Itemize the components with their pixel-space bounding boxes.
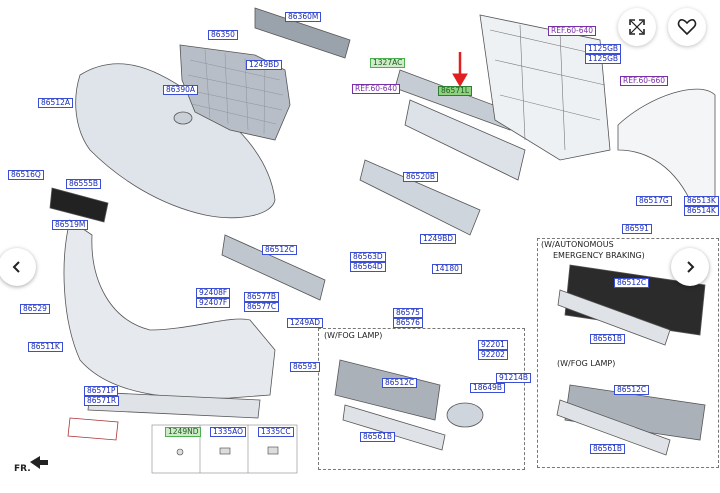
part-label[interactable]: 86575 xyxy=(393,308,423,318)
part-label[interactable]: 1335CC xyxy=(258,427,294,437)
aeb-option-box xyxy=(537,238,719,468)
fog-lamp-note-2: (W/FOG LAMP) xyxy=(557,359,616,368)
part-label[interactable]: 1125GB xyxy=(585,44,622,54)
part-label[interactable]: 92407F xyxy=(196,298,231,308)
part-label[interactable]: 86517G xyxy=(636,196,672,206)
heart-icon xyxy=(677,19,697,36)
fog-lamp-note: (W/FOG LAMP) xyxy=(324,331,383,340)
part-label[interactable]: 86520B xyxy=(403,172,439,182)
part-label[interactable]: 86561B xyxy=(360,432,396,442)
next-image-button[interactable] xyxy=(671,248,709,286)
part-label[interactable]: 1249BD xyxy=(420,234,457,244)
ref-label[interactable]: REF.60-660 xyxy=(620,76,669,86)
part-label[interactable]: 86513K xyxy=(684,196,719,206)
front-arrow-icon xyxy=(30,456,48,469)
part-label[interactable]: 92408F xyxy=(196,288,231,298)
part-label[interactable]: 86360M xyxy=(285,12,322,22)
part-label[interactable]: 86519M xyxy=(52,220,89,230)
part-label[interactable]: 86512C xyxy=(262,245,298,255)
fog-lamp-option-box xyxy=(318,328,525,470)
part-label[interactable]: 86564D xyxy=(350,262,386,272)
part-label[interactable]: 86577B xyxy=(244,292,280,302)
ref-label[interactable]: REF.60-640 xyxy=(548,26,597,36)
chevron-right-icon xyxy=(687,261,695,273)
part-label[interactable]: 86529 xyxy=(20,304,50,314)
part-label[interactable]: 1249ND xyxy=(165,427,202,437)
part-label[interactable]: 86511K xyxy=(28,342,63,352)
part-label[interactable]: 1249AD xyxy=(287,318,323,328)
part-label[interactable]: 1327AC xyxy=(370,58,406,68)
part-label[interactable]: 86512C xyxy=(382,378,418,388)
part-label[interactable]: 86555B xyxy=(66,179,102,189)
part-label[interactable]: 92202 xyxy=(478,350,508,360)
part-label[interactable]: 86577C xyxy=(244,302,280,312)
ref-label[interactable]: REF.60-640 xyxy=(352,84,401,94)
emergency-note: EMERGENCY BRAKING) xyxy=(553,251,645,260)
part-label[interactable]: 86576 xyxy=(393,318,423,328)
autonomous-note: (W/AUTONOMOUS xyxy=(541,240,614,249)
part-label[interactable]: 86512C xyxy=(614,278,650,288)
previous-image-button[interactable] xyxy=(0,248,36,286)
favorite-button[interactable] xyxy=(668,8,706,46)
part-label[interactable]: 1335AO xyxy=(210,427,246,437)
part-label[interactable]: 86350 xyxy=(208,30,238,40)
part-label[interactable]: 91214B xyxy=(496,373,532,383)
part-label[interactable]: 86571P xyxy=(84,386,119,396)
expand-icon xyxy=(629,19,645,35)
highlighted-part-label[interactable]: 86571L xyxy=(438,86,473,96)
part-label[interactable]: 86571R xyxy=(84,396,120,406)
front-label: FR. xyxy=(14,464,31,474)
part-label[interactable]: 1249BD xyxy=(246,60,283,70)
part-label[interactable]: 18649B xyxy=(470,383,506,393)
part-label[interactable]: 86516Q xyxy=(8,170,44,180)
part-label[interactable]: 92201 xyxy=(478,340,508,350)
red-arrow xyxy=(452,52,468,87)
chevron-left-icon xyxy=(12,261,20,273)
part-label[interactable]: 86514K xyxy=(684,206,719,216)
part-label[interactable]: 14180 xyxy=(432,264,462,274)
part-label[interactable]: 86593 xyxy=(290,362,320,372)
part-label[interactable]: 86591 xyxy=(622,224,652,234)
expand-button[interactable] xyxy=(618,8,656,46)
part-label[interactable]: 86512A xyxy=(38,98,73,108)
part-label[interactable]: 86561B xyxy=(590,444,626,454)
part-label[interactable]: 86561B xyxy=(590,334,626,344)
part-label[interactable]: 86563D xyxy=(350,252,386,262)
part-label[interactable]: 86390A xyxy=(163,85,198,95)
part-label[interactable]: 86512C xyxy=(614,385,650,395)
part-label[interactable]: 1125GB xyxy=(585,54,622,64)
